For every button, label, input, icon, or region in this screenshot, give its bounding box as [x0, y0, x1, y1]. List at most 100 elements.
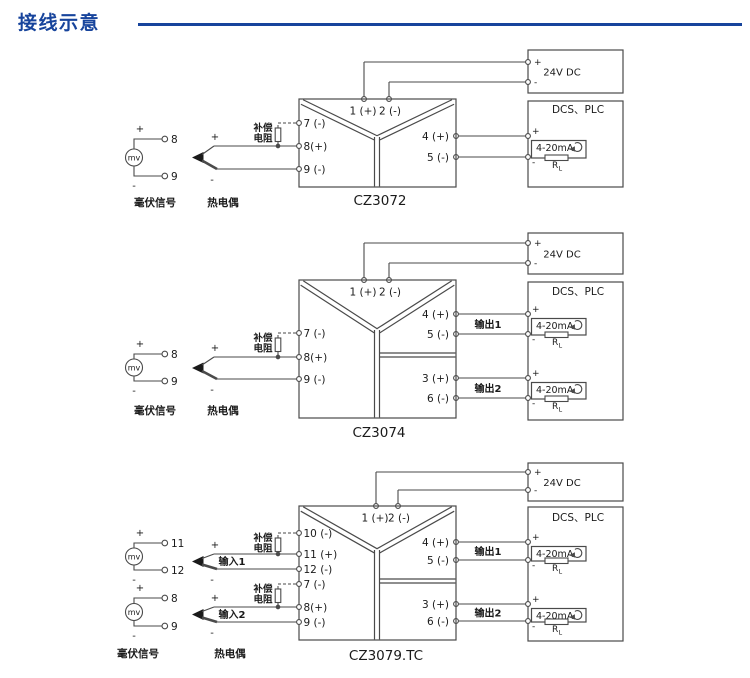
isolation-barrier [376, 506, 453, 550]
terminal-label: 1 (+) [361, 513, 388, 525]
thermocouple-junction [192, 362, 204, 374]
comp-resistor-label: 补偿 [252, 332, 273, 344]
load-resistor [544, 395, 569, 403]
device-box [298, 279, 457, 419]
device-input-terminal [296, 354, 302, 360]
title-rule [138, 23, 742, 26]
mv-terminal-number: 9 [171, 171, 178, 183]
mv-terminal [161, 350, 169, 358]
mv-source-circle [124, 547, 144, 566]
load-resistor-subscript: L [559, 165, 563, 173]
dcs-minus-terminal [525, 557, 531, 563]
comp-resistor-label: 电阻 [253, 133, 273, 145]
isolation-barrier [376, 280, 452, 330]
polarity-label: - [534, 259, 537, 269]
dcs-plus-terminal [525, 133, 531, 139]
thermocouple-positive-leg [201, 145, 215, 155]
polarity-label: + [211, 343, 219, 354]
comp-resistor [274, 588, 282, 604]
thermocouple-negative-leg [201, 159, 218, 171]
device-box [298, 505, 457, 641]
mv-source-label: mv [128, 154, 141, 163]
loop-arrowhead [569, 388, 575, 394]
current-loop-label: 4-20mA [536, 549, 574, 560]
thermocouple-junction [192, 556, 204, 567]
terminal-label: 2 (-) [379, 106, 401, 118]
dcs-plc-label: DCS、PLC [552, 512, 604, 524]
comp-resistor-label: 补偿 [252, 532, 273, 544]
mv-terminal-number: 8 [171, 593, 178, 605]
mv-source-label: mv [128, 608, 141, 617]
mv-source-label: mv [128, 553, 141, 562]
mv-source-circle [124, 602, 144, 622]
isolation-barrier [302, 99, 378, 137]
comp-resistor-dashed-link [277, 583, 297, 589]
thermocouple-negative-leg [201, 616, 218, 624]
device-input-terminal [296, 566, 302, 572]
mv-source-wire [133, 565, 162, 571]
polarity-label: + [532, 595, 540, 605]
comp-resistor-dashed-link [277, 332, 297, 338]
polarity-label: - [534, 486, 537, 496]
power-supply-box [527, 462, 624, 502]
mv-terminal [161, 172, 169, 180]
isolation-barrier [379, 284, 455, 334]
power-supply-box [527, 232, 624, 275]
output-wire-label: 输出2 [475, 607, 502, 620]
dcs-plc-box [527, 100, 624, 188]
polarity-label: - [532, 622, 535, 632]
power-supply-label: 24V DC [543, 250, 580, 261]
thermocouple-junction [192, 152, 204, 163]
comp-resistor [274, 337, 282, 353]
polarity-label: + [534, 239, 542, 249]
dcs-minus-terminal [525, 331, 531, 337]
mv-source-wire [133, 353, 162, 359]
terminal-label: 7 (-) [304, 118, 326, 130]
mv-terminal-number: 11 [171, 538, 184, 550]
polarity-label: + [532, 369, 540, 379]
thermocouple-positive-leg [201, 553, 215, 560]
terminal-label: 7 (-) [304, 328, 326, 340]
polarity-label: + [532, 127, 540, 137]
isolation-barrier [302, 506, 378, 550]
isolation-barrier [378, 510, 455, 554]
polarity-label: - [132, 575, 136, 586]
device-box [298, 98, 457, 188]
polarity-label: + [136, 339, 144, 350]
device-input-terminal [296, 551, 302, 557]
polarity-label: - [532, 335, 535, 345]
thermocouple-positive-leg [201, 606, 215, 613]
output-wire-label: 输出2 [475, 382, 502, 395]
polarity-label: - [132, 386, 136, 397]
comp-resistor-label: 电阻 [253, 543, 273, 555]
mv-terminal-number: 9 [171, 621, 178, 633]
comp-resistor-label: 补偿 [252, 583, 273, 595]
isolation-barrier [376, 99, 453, 137]
thermocouple-caption: 热电偶 [207, 404, 239, 417]
polarity-label: + [211, 132, 219, 143]
thermocouple-positive-leg [201, 356, 215, 366]
terminal-label: 9 (-) [304, 164, 326, 176]
polarity-label: + [532, 305, 540, 315]
device-input-terminal [296, 143, 302, 149]
terminal-label: 10 (-) [304, 528, 333, 540]
comp-resistor-label: 补偿 [252, 122, 273, 134]
power-supply-label: 24V DC [543, 478, 580, 489]
polarity-label: + [136, 528, 144, 539]
dcs-plc-box [527, 281, 624, 421]
terminal-label: 8(+) [304, 141, 328, 153]
current-loop-label: 4-20mA [536, 385, 574, 396]
load-resistor [544, 618, 569, 626]
mv-signal-caption: 毫伏信号 [134, 404, 176, 417]
terminal-label: 11 (+) [304, 549, 338, 561]
terminal-label: 4 (+) [422, 309, 449, 321]
polarity-label: - [210, 175, 214, 186]
junction-dot [275, 354, 281, 360]
dcs-minus-terminal [525, 618, 531, 624]
terminal-label: 7 (-) [304, 579, 326, 591]
terminal-label: 6 (-) [427, 393, 449, 405]
input-wire-label: 输入2 [219, 608, 246, 621]
terminal-label: 3 (+) [422, 373, 449, 385]
terminal-label: 1 (+) [349, 106, 376, 118]
